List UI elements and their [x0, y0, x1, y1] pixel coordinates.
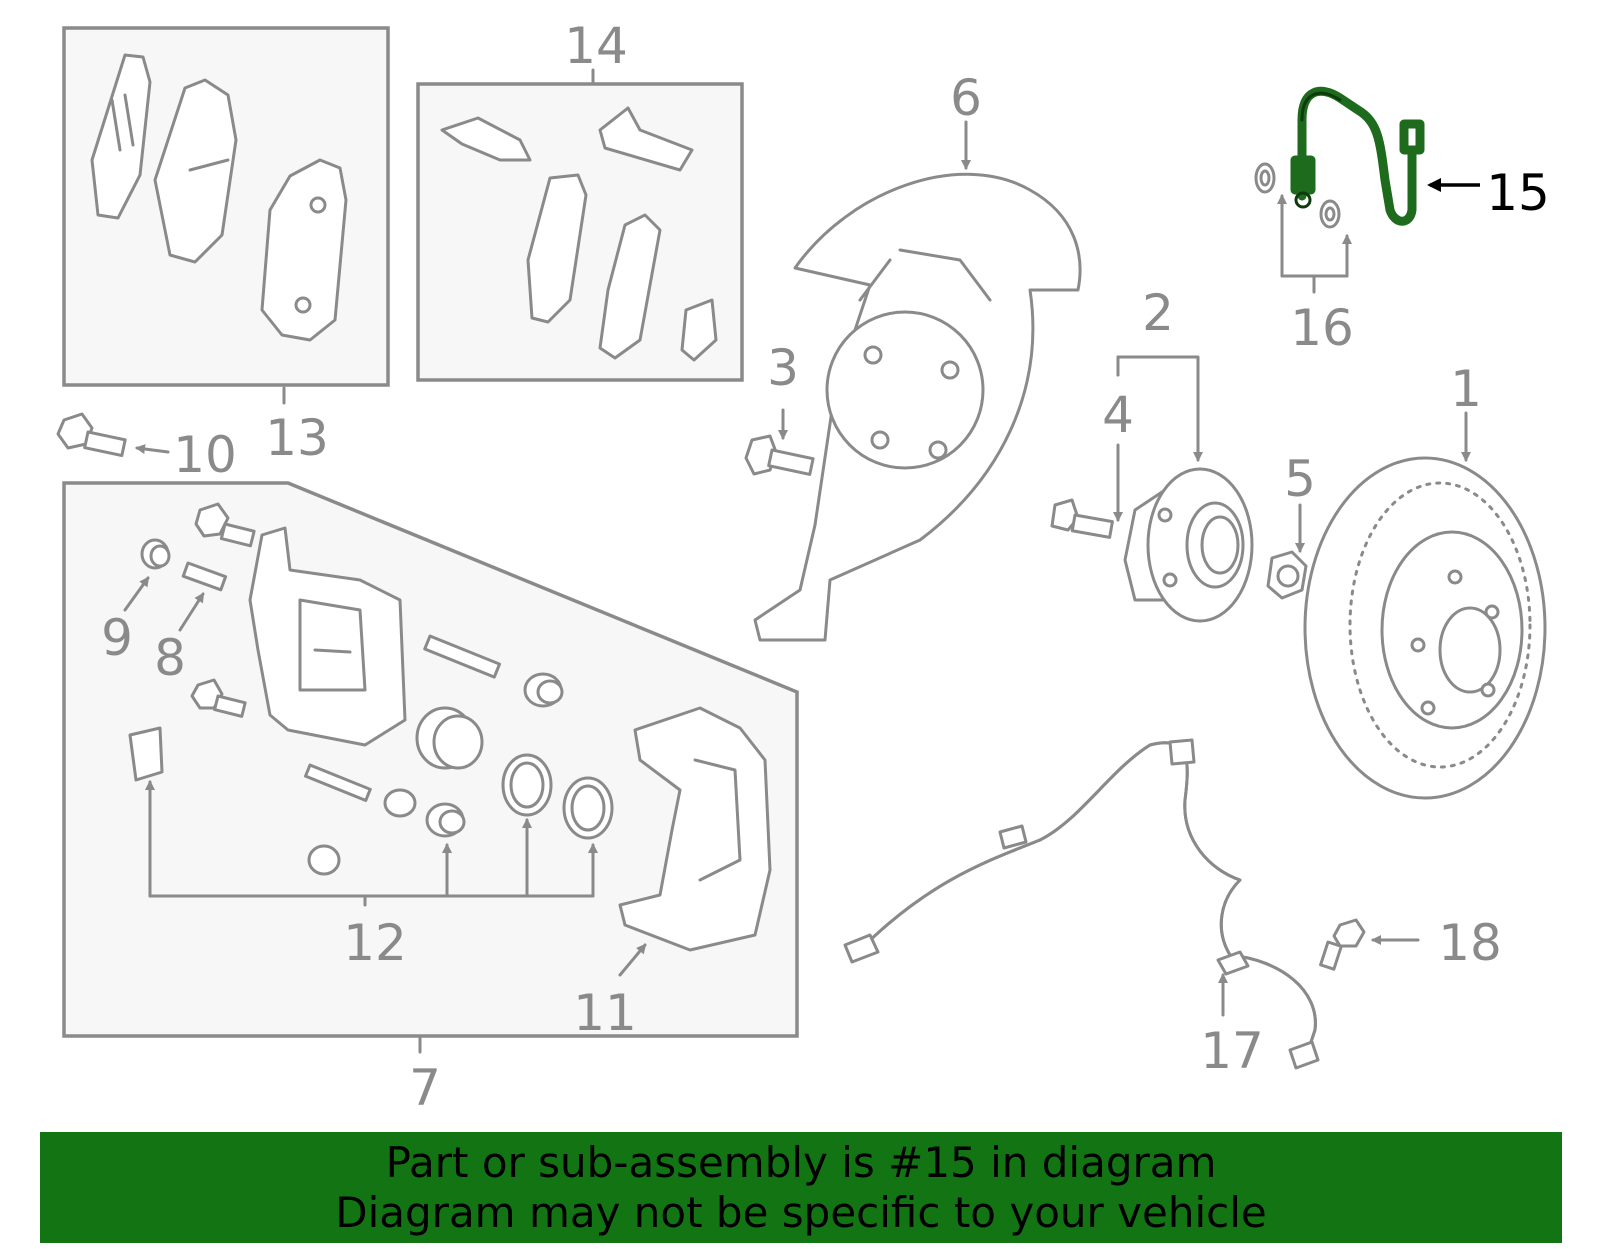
callout-8: 8 [154, 629, 186, 687]
callout-16: 16 [1290, 299, 1354, 357]
banner-line-2: Diagram may not be specific to your vehi… [335, 1188, 1267, 1237]
seals-part[interactable] [501, 753, 614, 840]
banner-line-1: Part or sub-assembly is #15 in diagram [385, 1138, 1217, 1187]
callout-5: 5 [1284, 450, 1316, 508]
callout-15: 15 [1486, 164, 1550, 222]
callout-3: 3 [767, 339, 799, 397]
callout-18: 18 [1438, 914, 1502, 972]
callout-13: 13 [265, 409, 329, 467]
callout-17: 17 [1200, 1022, 1264, 1080]
brake-rotor-part[interactable] [1303, 456, 1547, 800]
callout-14: 14 [564, 17, 628, 75]
caliper-bolts-part[interactable] [190, 502, 256, 718]
callout-12: 12 [343, 914, 407, 972]
shim-part[interactable] [128, 726, 164, 782]
bleeder-part[interactable] [181, 561, 228, 592]
callout-1: 1 [1450, 360, 1482, 418]
hub-bearing-part[interactable] [1123, 467, 1254, 623]
dust-shield-part[interactable] [753, 172, 1082, 642]
brake-pads-part[interactable] [90, 53, 348, 342]
hub-bolt-part[interactable] [1050, 498, 1114, 539]
piston-part[interactable] [415, 706, 484, 770]
callout-11: 11 [573, 984, 637, 1042]
caliper-part[interactable] [248, 526, 407, 747]
callout-7: 7 [409, 1059, 441, 1117]
shield-bolt-part[interactable] [744, 434, 815, 476]
speed-sensor-part[interactable] [843, 738, 1320, 1070]
bleeder-cap-part[interactable] [140, 538, 171, 570]
brake-hose-part[interactable] [1290, 86, 1425, 226]
callout-6: 6 [950, 69, 982, 127]
info-banner: Part or sub-assembly is #15 in diagram D… [40, 1132, 1562, 1243]
guide-pins-part[interactable] [304, 634, 564, 876]
leader-lines [123, 68, 1480, 1054]
hub-nut-part[interactable] [1266, 550, 1308, 600]
sensor-bolt-part[interactable] [1319, 918, 1366, 971]
callout-4: 4 [1102, 386, 1134, 444]
caliper-bracket-part[interactable] [618, 706, 772, 952]
pad-bolt-part[interactable] [56, 412, 127, 458]
hardware-kit-part[interactable] [440, 106, 718, 362]
callout-2: 2 [1142, 284, 1174, 342]
washers-part[interactable] [1254, 162, 1341, 229]
brake-parts-diagram: 1 2 3 4 5 6 7 8 9 10 11 12 13 14 15 16 1… [56, 17, 1550, 1117]
callout-9: 9 [101, 609, 133, 667]
callout-10: 10 [173, 426, 237, 484]
